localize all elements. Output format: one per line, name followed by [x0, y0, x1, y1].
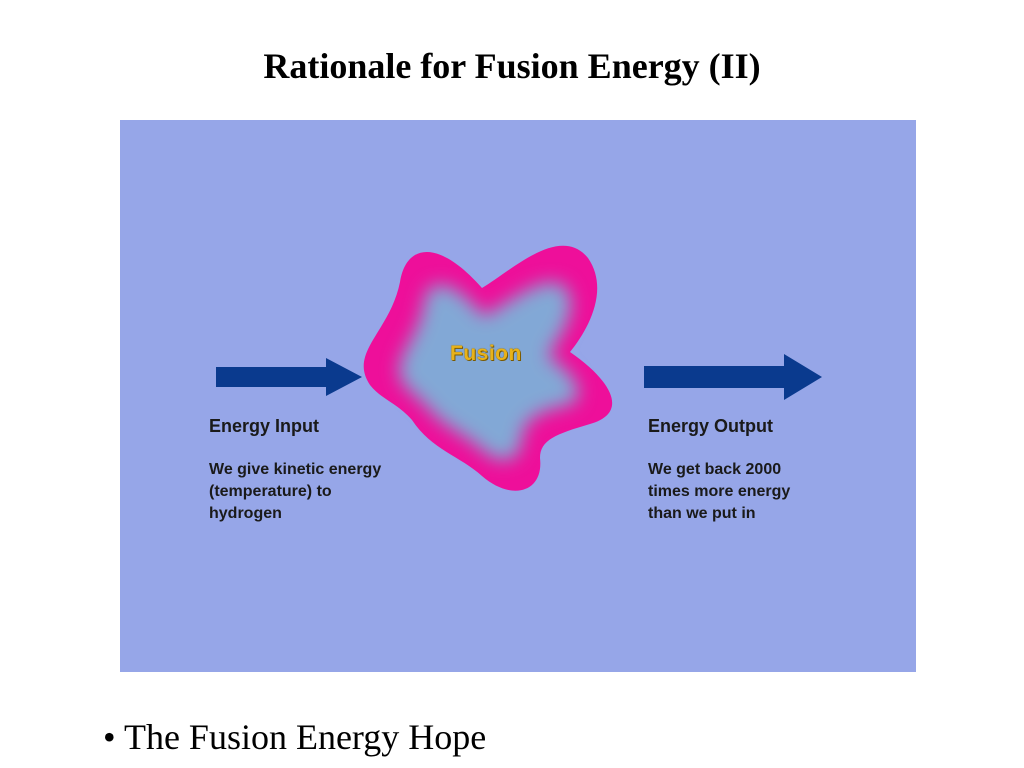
energy-input-arrow: [216, 358, 362, 396]
fusion-label: Fusion: [450, 342, 522, 365]
fusion-diagram-panel: Fusion Energy Input We give kinetic ener…: [120, 120, 916, 672]
energy-input-heading: Energy Input: [209, 416, 320, 436]
energy-input-line: hydrogen: [209, 505, 282, 522]
diagram-canvas: [120, 120, 916, 672]
bullet-point: • The Fusion Energy Hope: [103, 717, 487, 757]
energy-output-line: times more energy: [648, 483, 791, 500]
energy-output-heading: Energy Output: [648, 416, 773, 436]
energy-output-arrow: [644, 354, 822, 400]
slide-title: Rationale for Fusion Energy (II): [263, 46, 761, 86]
energy-output-line: We get back 2000: [648, 461, 782, 478]
fusion-blob-inner: [399, 282, 579, 461]
energy-input-description: We give kinetic energy (temperature) to …: [209, 459, 381, 525]
energy-output-line: than we put in: [648, 505, 756, 522]
energy-output-description: We get back 2000 times more energy than …: [648, 459, 790, 525]
energy-input-line: We give kinetic energy: [209, 461, 382, 478]
energy-input-line: (temperature) to: [209, 483, 332, 500]
